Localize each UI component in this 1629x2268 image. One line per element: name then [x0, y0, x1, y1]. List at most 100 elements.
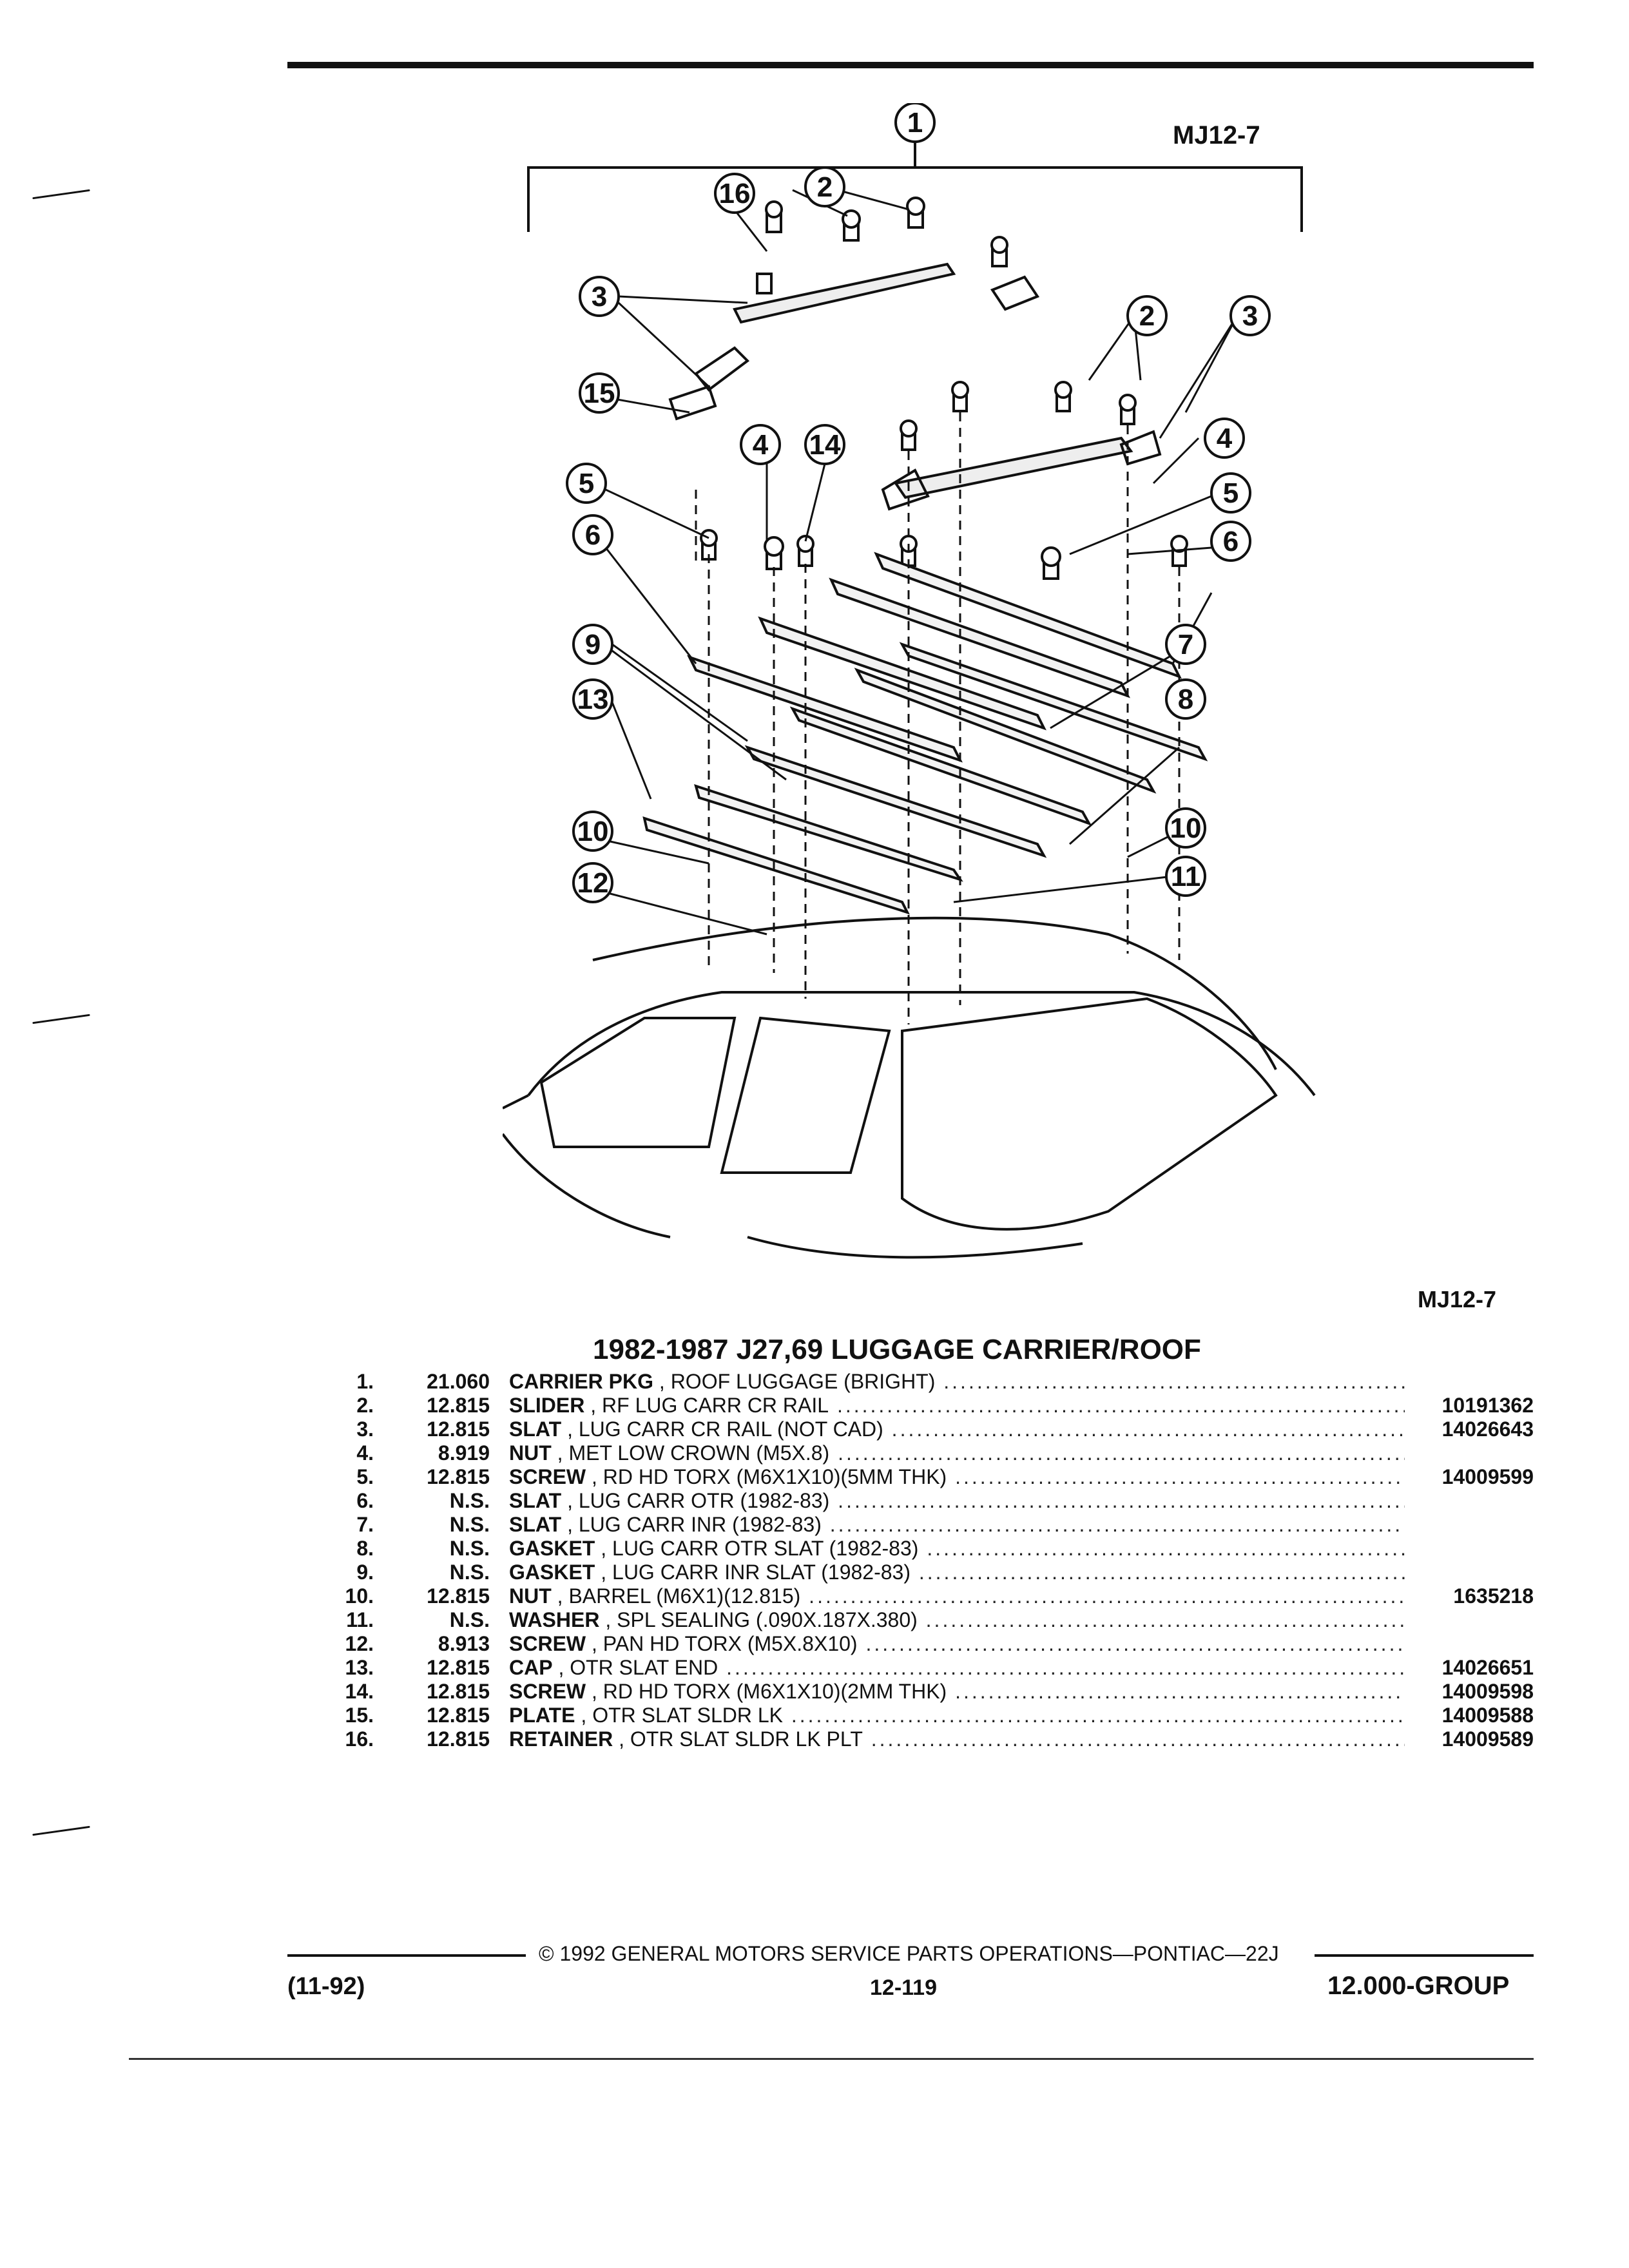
group-number: N.S.: [449, 1537, 490, 1560]
callout-13: 13: [572, 678, 613, 720]
svg-text:13: 13: [577, 684, 609, 715]
callout-6a: 6: [572, 514, 613, 555]
part-number: 14026643: [1441, 1418, 1534, 1441]
part-number: 14009588: [1441, 1704, 1534, 1727]
part-name: SLIDER: [509, 1394, 585, 1417]
rear-cross-rail: [881, 430, 1162, 511]
margin-mark: [32, 1825, 90, 1836]
part-description: RETAINER , OTR SLAT SLDR LK PLT ........…: [509, 1727, 1405, 1751]
part-number: 14026651: [1441, 1656, 1534, 1679]
leader-dots: ........................................…: [838, 1441, 1405, 1465]
top-rule: [287, 62, 1534, 68]
item-number: 10.: [345, 1584, 374, 1608]
leader-dots: ........................................…: [891, 1418, 1405, 1441]
part-name: NUT: [509, 1584, 552, 1608]
parts-row: 7.N.S.SLAT , LUG CARR INR (1982-83) ....…: [322, 1513, 1547, 1537]
part-detail: , OTR SLAT SLDR LK PLT: [619, 1727, 863, 1751]
part-description: PLATE , OTR SLAT SLDR LK ...............…: [509, 1704, 1405, 1727]
part-description: CAP , OTR SLAT END .....................…: [509, 1656, 1405, 1680]
figure-label-bottom: MJ12-7: [1418, 1286, 1497, 1312]
svg-text:10: 10: [1170, 812, 1202, 844]
svg-text:11: 11: [1171, 861, 1201, 892]
leader-dots: ........................................…: [726, 1656, 1405, 1679]
leader-dots: ........................................…: [927, 1537, 1405, 1560]
leader-dots: ........................................…: [955, 1680, 1405, 1703]
part-number: 14009599: [1441, 1465, 1534, 1488]
item-number: 8.: [356, 1537, 374, 1560]
leader-dots: ........................................…: [809, 1584, 1405, 1608]
part-detail: , OTR SLAT END: [558, 1656, 718, 1679]
callout-14: 14: [804, 424, 845, 465]
part-description: SLAT , LUG CARR OTR (1982-83) ..........…: [509, 1489, 1405, 1513]
part-detail: , LUG CARR OTR (1982-83): [567, 1489, 830, 1512]
leader-lines: [592, 189, 1239, 936]
callout-2a: 2: [804, 166, 845, 207]
exploded-parts-diagram: 1 16 2 3 15 2 3 4 4 14 5 6 5 6 7 9 13 8 …: [501, 102, 1392, 1263]
group-label: 12.000-GROUP: [1327, 1972, 1510, 2000]
part-description: GASKET , LUG CARR OTR SLAT (1982-83) ...…: [509, 1537, 1405, 1561]
copyright-notice: © 1992 GENERAL MOTORS SERVICE PARTS OPER…: [539, 1942, 1279, 1965]
svg-text:10: 10: [577, 816, 609, 847]
callout-circles: 1 16 2 3 15 2 3 4 4 14 5 6 5 6 7 9 13 8 …: [566, 102, 1271, 903]
roof-slats: [642, 552, 1208, 915]
item-number: 1.: [356, 1370, 374, 1393]
leader-dots: ........................................…: [871, 1727, 1405, 1751]
part-number: 1635218: [1453, 1584, 1534, 1608]
date-code: (11-92): [287, 1973, 365, 2000]
group-number: 12.815: [427, 1584, 490, 1608]
section-title: 1982-1987 J27,69 LUGGAGE CARRIER/ROOF: [593, 1334, 1201, 1365]
item-number: 14.: [345, 1680, 374, 1703]
svg-text:1: 1: [907, 107, 923, 139]
part-detail: , LUG CARR INR SLAT (1982-83): [601, 1561, 911, 1584]
item-number: 16.: [345, 1727, 374, 1751]
item-number: 12.: [345, 1632, 374, 1655]
item-number: 5.: [356, 1465, 374, 1488]
part-detail: , RD HD TORX (M6X1X10)(5MM THK): [592, 1465, 947, 1488]
item-number: 3.: [356, 1418, 374, 1441]
part-name: SCREW: [509, 1632, 586, 1655]
leader-dots: ........................................…: [791, 1704, 1405, 1727]
svg-text:3: 3: [592, 281, 607, 312]
callout-5b: 5: [1210, 472, 1251, 514]
group-number: 8.919: [438, 1441, 490, 1465]
part-name: RETAINER: [509, 1727, 613, 1751]
callout-9: 9: [572, 624, 613, 665]
callout-16: 16: [714, 173, 755, 214]
item-number: 9.: [356, 1561, 374, 1584]
margin-mark: [32, 189, 90, 200]
item-number: 6.: [356, 1489, 374, 1512]
fasteners: [700, 197, 1188, 580]
group-number: 12.815: [427, 1704, 490, 1727]
svg-text:6: 6: [585, 519, 601, 551]
part-detail: , OTR SLAT SLDR LK: [581, 1704, 783, 1727]
part-description: NUT , BARREL (M6X1)(12.815) ............…: [509, 1584, 1405, 1608]
callout-6b: 6: [1210, 521, 1251, 562]
svg-text:4: 4: [753, 429, 769, 461]
leader-dots: ........................................…: [943, 1370, 1405, 1393]
svg-text:12: 12: [577, 867, 609, 899]
part-description: GASKET , LUG CARR INR SLAT (1982-83) ...…: [509, 1561, 1405, 1584]
svg-text:8: 8: [1178, 684, 1193, 715]
part-detail: , LUG CARR INR (1982-83): [567, 1513, 822, 1536]
figure-label-top: MJ12-7: [1173, 121, 1260, 149]
group-number: 12.815: [427, 1465, 490, 1488]
part-name: SLAT: [509, 1513, 562, 1536]
part-name: WASHER: [509, 1608, 600, 1631]
part-description: SLAT , LUG CARR INR (1982-83) ..........…: [509, 1513, 1405, 1537]
svg-text:16: 16: [719, 178, 751, 209]
part-name: SLAT: [509, 1489, 562, 1512]
leader-dots: ........................................…: [865, 1632, 1405, 1655]
svg-text:6: 6: [1223, 526, 1239, 557]
svg-text:5: 5: [1223, 477, 1239, 509]
part-description: CARRIER PKG , ROOF LUGGAGE (BRIGHT) ....…: [509, 1370, 1405, 1394]
part-detail: , PAN HD TORX (M5X.8X10): [592, 1632, 858, 1655]
part-name: NUT: [509, 1441, 552, 1465]
part-description: WASHER , SPL SEALING (.090X.187X.380) ..…: [509, 1608, 1405, 1632]
svg-text:15: 15: [584, 378, 615, 409]
group-number: N.S.: [449, 1513, 490, 1536]
item-number: 4.: [356, 1441, 374, 1465]
